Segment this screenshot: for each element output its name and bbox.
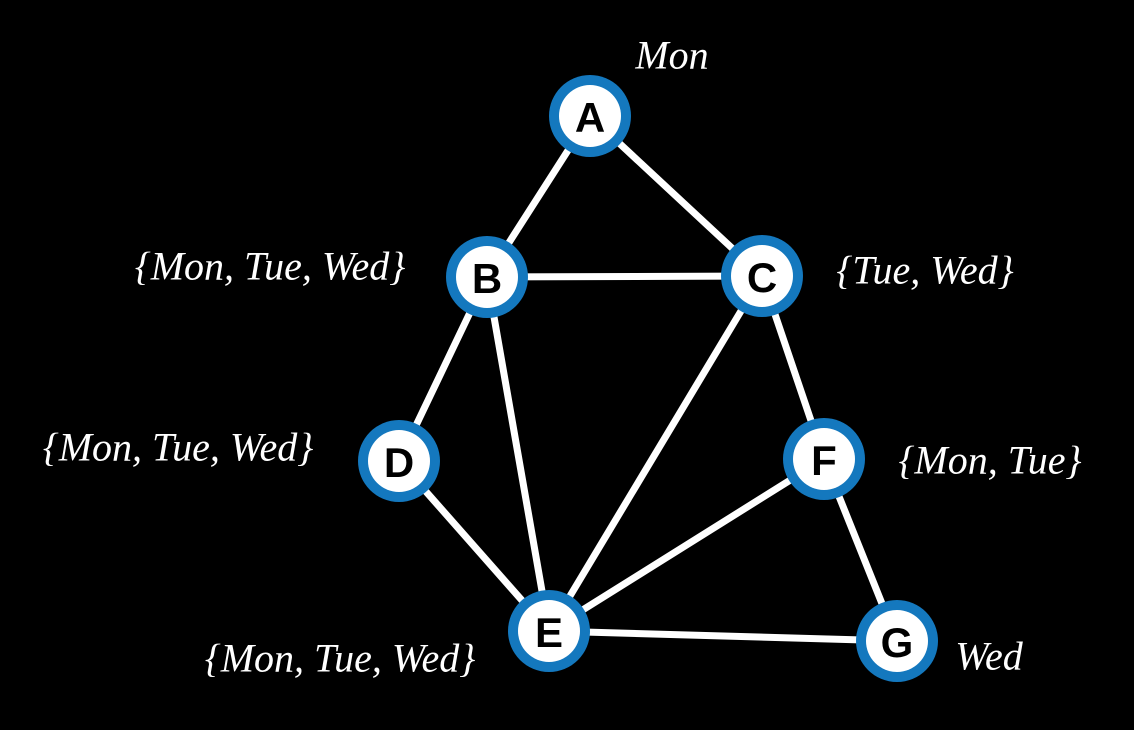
node-G-letter: G [881,619,914,666]
domain-labels-layer: Mon {Mon, Tue, Wed} {Tue, Wed} {Mon, Tue, W… [43,33,1082,681]
edge-B-C [483,272,766,281]
node-C-fill [731,245,793,307]
node-B-letter: B [472,255,502,302]
node-A-domain-label: Mon [634,33,708,78]
nodes-layer: A B C D E F G [358,75,938,682]
node-G: G [856,600,938,682]
node-A-fill [559,85,621,147]
node-F: F [783,418,865,500]
node-B-domain-label: {Mon, Tue, Wed} [135,244,406,289]
node-D: D [358,420,440,502]
node-D-letter: D [384,439,414,486]
node-A: A [549,75,631,157]
node-A-letter: A [575,94,605,141]
node-E-fill [518,600,580,662]
node-D-fill [368,430,430,492]
node-B: B [446,236,528,318]
node-G-domain-label: Wed [955,634,1023,679]
node-C-letter: C [747,254,777,301]
node-G-fill [866,610,928,672]
node-C: C [721,235,803,317]
node-E-letter: E [535,609,563,656]
edge-E-G [545,627,901,645]
edge-C-E [545,272,766,635]
node-D-domain-label: {Mon, Tue, Wed} [43,425,314,470]
node-E-domain-label: {Mon, Tue, Wed} [205,636,476,681]
edge-B-E [483,273,553,635]
edge-E-F [545,455,828,635]
node-F-domain-label: {Mon, Tue} [898,438,1081,483]
node-E: E [508,590,590,672]
node-C-domain-label: {Tue, Wed} [836,248,1013,293]
edges-layer [395,112,901,645]
node-F-fill [793,428,855,490]
node-F-letter: F [811,437,837,484]
node-B-fill [456,246,518,308]
